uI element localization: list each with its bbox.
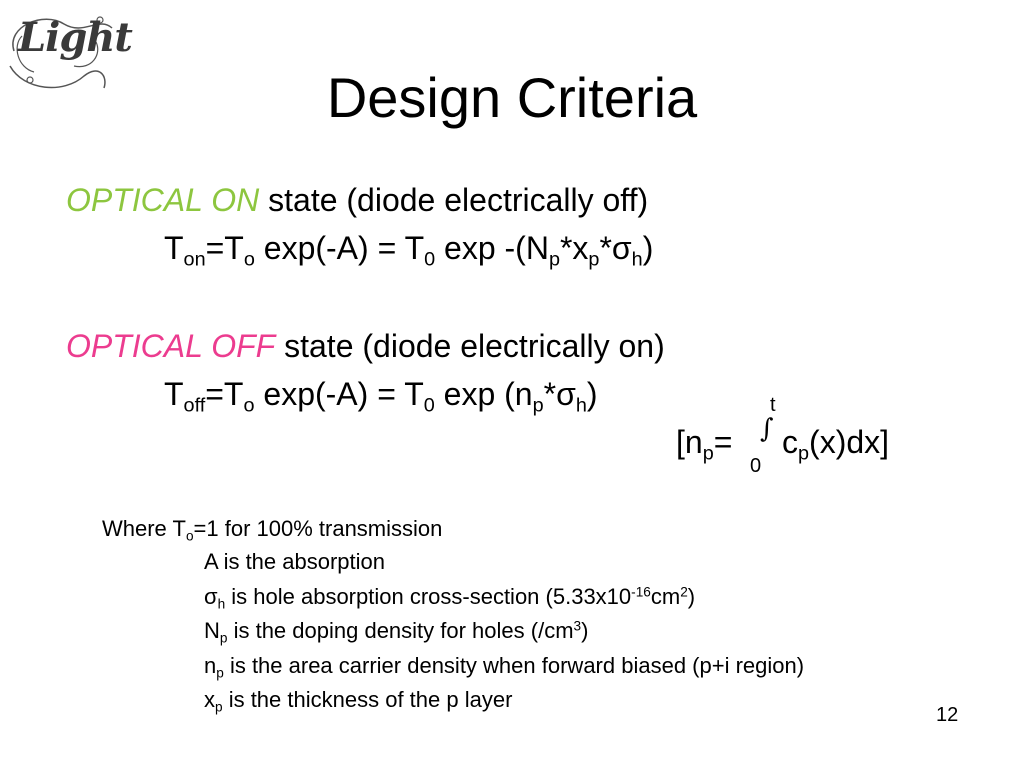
eq-sub: h	[631, 248, 643, 271]
eq-text: *x	[559, 230, 589, 266]
eq-text: [n	[676, 424, 703, 460]
eq-sub: 0	[423, 394, 435, 417]
eq-text: exp (n	[434, 376, 533, 412]
logo-text: Light	[18, 14, 133, 61]
note-text: cm	[650, 584, 681, 609]
note-sub: p	[216, 665, 224, 681]
note-text: σ	[204, 584, 218, 609]
eq-text: )	[586, 376, 598, 412]
note-text: is the doping density for holes (/cm	[227, 618, 574, 643]
note-sup: -16	[631, 584, 651, 600]
logo-flourish-icon	[9, 16, 113, 89]
eq-sub: p	[702, 442, 714, 465]
optical-on-equation: Ton=To exp(-A) = T0 exp -(Np*xp*σh)	[164, 228, 654, 271]
note-sup: 2	[680, 584, 688, 600]
eq-sub: p	[798, 442, 810, 465]
optical-on-heading: OPTICAL ON state (diode electrically off…	[66, 180, 648, 220]
eq-sub: h	[575, 394, 587, 417]
eq-sub: o	[243, 394, 255, 417]
eq-text: (x)dx]	[809, 424, 890, 460]
eq-text: =T	[205, 376, 244, 412]
note-text: n	[204, 653, 217, 678]
eq-text: *σ	[599, 230, 632, 266]
note-carrier-density: np is the area carrier density when forw…	[204, 649, 804, 682]
eq-text: =	[713, 424, 733, 460]
optical-off-equation: Toff=To exp(-A) = T0 exp (np*σh)	[164, 374, 598, 417]
eq-sub: on	[183, 248, 206, 271]
eq-text: =T	[205, 230, 244, 266]
integral-upper-limit: t	[770, 394, 776, 416]
integral-left: [np=	[676, 422, 733, 465]
eq-text: exp(-A) = T	[254, 230, 425, 266]
integral-lower-limit: 0	[750, 455, 762, 477]
note-sigma: σh is hole absorption cross-section (5.3…	[204, 580, 695, 613]
eq-sub: 0	[424, 248, 436, 271]
note-text: is the thickness of the p layer	[222, 687, 513, 712]
eq-text: c	[782, 424, 798, 460]
eq-text: T	[164, 230, 184, 266]
eq-sub: p	[588, 248, 600, 271]
eq-text: )	[642, 230, 654, 266]
note-text: N	[204, 618, 220, 643]
eq-text: T	[164, 376, 184, 412]
eq-sub: off	[183, 394, 206, 417]
note-thickness: xp is the thickness of the p layer	[204, 683, 512, 716]
eq-text: *σ	[543, 376, 576, 412]
light-logo: Light	[4, 6, 133, 96]
optical-off-desc: state (diode electrically on)	[275, 328, 665, 364]
eq-text: exp -(N	[435, 230, 549, 266]
optical-off-heading: OPTICAL OFF state (diode electrically on…	[66, 326, 665, 366]
optical-on-desc: state (diode electrically off)	[259, 182, 649, 218]
optical-on-label: OPTICAL ON	[66, 182, 260, 218]
note-text: =1 for 100% transmission	[193, 516, 443, 541]
note-sub: p	[219, 630, 228, 646]
note-text: )	[581, 618, 589, 643]
eq-sub: p	[548, 248, 560, 271]
note-text: is the area carrier density when forward…	[223, 653, 805, 678]
eq-text: exp(-A) = T	[254, 376, 424, 412]
note-text: x	[204, 687, 215, 712]
eq-sub: o	[243, 248, 255, 271]
page-number: 12	[936, 704, 959, 726]
slide-title: Design Criteria	[326, 66, 698, 129]
note-doping-density: Np is the doping density for holes (/cm3…	[204, 614, 588, 647]
eq-sub: p	[532, 394, 544, 417]
integral-sign: ∫	[760, 414, 774, 444]
note-absorption: A is the absorption	[204, 549, 386, 574]
note-text: is hole absorption cross-section (5.33x1…	[225, 584, 632, 609]
note-sub: p	[215, 699, 223, 715]
note-text: )	[687, 584, 696, 609]
note-where: Where To=1 for 100% transmission	[102, 512, 442, 545]
integral-right: cp(x)dx]	[782, 422, 890, 465]
note-sub: h	[217, 596, 226, 612]
note-sub: o	[185, 528, 194, 544]
note-sup: 3	[573, 618, 582, 634]
note-text: Where T	[102, 516, 186, 541]
optical-off-label: OPTICAL OFF	[66, 328, 276, 364]
